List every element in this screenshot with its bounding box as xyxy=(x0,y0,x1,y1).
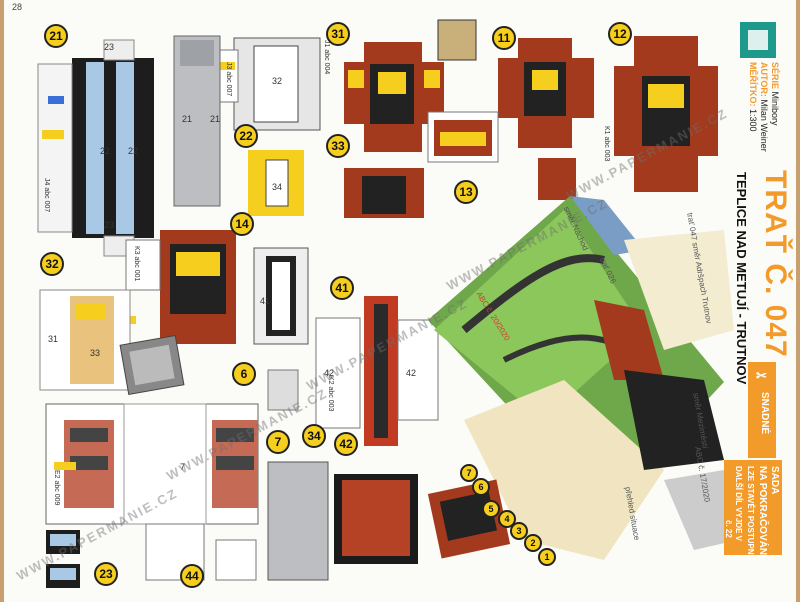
part-badge: 21 xyxy=(44,24,68,48)
label-42-b: 42 xyxy=(406,368,417,378)
kit-note: LZE STAVĚT POSTUPNĚ xyxy=(746,466,755,560)
part-badge: 42 xyxy=(334,432,358,456)
part-14-building xyxy=(125,230,236,344)
part-44-details xyxy=(215,369,329,581)
next-issue: č. 22 xyxy=(724,520,733,538)
label-23-bottom: 23 xyxy=(104,220,115,230)
diorama-preview xyxy=(427,196,738,560)
part-22-coach xyxy=(213,37,321,131)
difficulty-badge: ✂ SNADNÉ xyxy=(748,362,776,458)
part-badge: 33 xyxy=(326,134,350,158)
author-label: AUTOR: xyxy=(759,62,769,97)
part-32-station xyxy=(39,289,131,391)
code-sticker: J3 abc 007 xyxy=(225,62,232,97)
series-value: Minibory xyxy=(770,91,780,126)
part-badge: 41 xyxy=(330,276,354,300)
ref-badge: 6 xyxy=(472,478,490,496)
part-41-wagon xyxy=(253,247,309,345)
part-21-roof xyxy=(173,35,221,207)
page-subtitle: TEPLICE NAD METUJÍ - TRUTNOV xyxy=(734,172,749,385)
part-badge: 13 xyxy=(454,180,478,204)
part-badge: 11 xyxy=(492,26,516,50)
part-33-34-crossing xyxy=(248,150,424,218)
label-7: 7 xyxy=(180,462,186,472)
part-badge: 23 xyxy=(94,562,118,586)
part-badge: 7 xyxy=(266,430,290,454)
code-sticker: E2 abc 009 xyxy=(53,470,60,506)
part-badge: 44 xyxy=(180,564,204,588)
code-sticker: K3 abc 001 xyxy=(133,246,140,282)
label-23-top: 23 xyxy=(104,42,115,52)
series-info: SÉRIE Minibory AUTOR: Milan Weiner MĚŘÍT… xyxy=(747,62,780,152)
part-42-wagon xyxy=(315,296,439,564)
part-12-building xyxy=(614,36,718,192)
part-13-building xyxy=(427,19,576,200)
ref-badge: 1 xyxy=(538,548,556,566)
page-number: 28 xyxy=(12,2,23,12)
ref-badge: 5 xyxy=(482,500,500,518)
author-value: Milan Weiner xyxy=(759,99,769,152)
part-31-building xyxy=(344,42,444,152)
part-badge: 14 xyxy=(230,212,254,236)
scale-label: MĚŘÍTKO: xyxy=(748,62,758,107)
part-badge: 6 xyxy=(232,362,256,386)
part-badge: 22 xyxy=(234,124,258,148)
label-34: 34 xyxy=(272,182,283,192)
kit-title: SADA xyxy=(769,466,780,495)
label-21-b: 21 xyxy=(210,114,221,124)
label-32: 32 xyxy=(272,76,283,86)
scale-value: 1:300 xyxy=(748,109,758,132)
label-21-a: 21 xyxy=(182,114,193,124)
ref-badge: 7 xyxy=(460,464,478,482)
series-label: SÉRIE xyxy=(770,62,780,90)
label-31: 31 xyxy=(48,334,59,344)
model-sheet: směr Náchod trať 026 trať 047 směr Adršp… xyxy=(4,0,796,602)
code-sticker: K1 abc 003 xyxy=(603,126,610,162)
difficulty-label: SNADNÉ xyxy=(759,392,770,435)
part-badge: 31 xyxy=(326,22,350,46)
part-21-coach xyxy=(37,39,154,257)
label-22-a: 22 xyxy=(100,146,111,156)
cutout-drawing xyxy=(37,19,776,588)
ref-badge: 2 xyxy=(524,534,542,552)
label-33: 33 xyxy=(90,348,101,358)
kit-subtitle: NA POKRAČOVÁNÍ xyxy=(757,466,768,558)
part-7-building xyxy=(45,403,259,525)
part-11-building xyxy=(498,38,594,148)
ref-badge: 4 xyxy=(498,510,516,528)
next-part: DALŠÍ DÍL VYJDE V xyxy=(734,466,743,541)
scissors-icon: ✂ xyxy=(756,368,767,383)
code-sticker: J1 abc 004 xyxy=(323,40,330,75)
code-sticker: J4 abc 007 xyxy=(43,178,50,213)
label-42-a: 42 xyxy=(324,368,335,378)
label-22-b: 22 xyxy=(128,146,139,156)
kit-badge: SADA NA POKRAČOVÁNÍ LZE STAVĚT POSTUPNĚ … xyxy=(724,460,782,560)
ref-badge: 3 xyxy=(510,522,528,540)
page-title: TRAŤ Č. 047 xyxy=(759,170,792,358)
publisher-logo xyxy=(740,22,776,58)
part-badge: 32 xyxy=(40,252,64,276)
part-6-roof xyxy=(119,334,185,396)
part-badge: 12 xyxy=(608,22,632,46)
label-41: 41 xyxy=(260,296,271,306)
part-badge: 34 xyxy=(302,424,326,448)
